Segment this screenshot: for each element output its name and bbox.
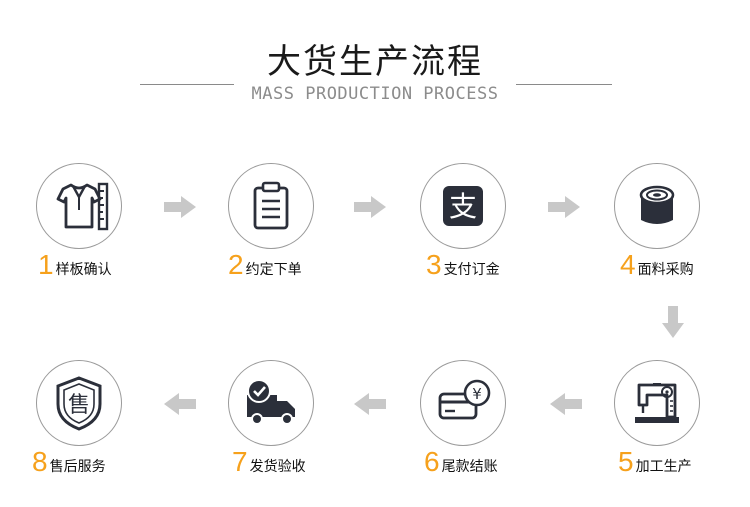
step-5-caption: 5 加工生产 [618,448,692,476]
step-6-caption: 6 尾款结账 [424,448,498,476]
step-number: 6 [424,446,440,477]
step-label: 发货验收 [249,459,306,475]
step-label: 样板确认 [55,262,112,278]
step-8-caption: 8 售后服务 [32,448,106,476]
step-1-caption: 1 样板确认 [38,251,112,279]
clipboard-icon [228,163,314,249]
step-label: 加工生产 [635,459,692,475]
title-divider-left [140,84,234,85]
arrow-right-icon [354,196,386,218]
arrow-right-icon [164,196,196,218]
page-subtitle: MASS PRODUCTION PROCESS [251,84,499,104]
step-label: 面料采购 [637,262,694,278]
step-7-caption: 7 发货验收 [232,448,306,476]
shield-icon: 售 [36,360,122,446]
page-title: 大货生产流程 [267,42,483,82]
step-label: 售后服务 [49,459,106,475]
sewing-machine-icon [614,360,700,446]
shield-glyph: 售 [68,393,90,418]
arrow-left-icon [354,393,386,415]
shirt-ruler-icon [36,163,122,249]
step-4-caption: 4 面料采购 [620,251,694,279]
arrow-left-icon [164,393,196,415]
step-number: 7 [232,446,248,477]
step-number: 1 [38,249,54,280]
step-number: 3 [426,249,442,280]
step-number: 4 [620,249,636,280]
alipay-icon: 支 [420,163,506,249]
fabric-roll-icon [614,163,700,249]
arrow-left-icon [550,393,582,415]
arrow-down-icon [662,306,684,338]
step-number: 5 [618,446,634,477]
step-3-caption: 3 支付订金 [426,251,500,279]
card-yuan-icon: ¥ [420,360,506,446]
delivery-truck-icon [228,360,314,446]
step-2-caption: 2 约定下单 [228,251,302,279]
step-label: 尾款结账 [441,459,498,475]
alipay-glyph: 支 [449,190,477,223]
arrow-right-icon [548,196,580,218]
step-number: 8 [32,446,48,477]
yuan-glyph: ¥ [472,385,482,403]
step-label: 支付订金 [443,262,500,278]
title-divider-right [516,84,612,85]
step-number: 2 [228,249,244,280]
step-label: 约定下单 [245,262,302,278]
